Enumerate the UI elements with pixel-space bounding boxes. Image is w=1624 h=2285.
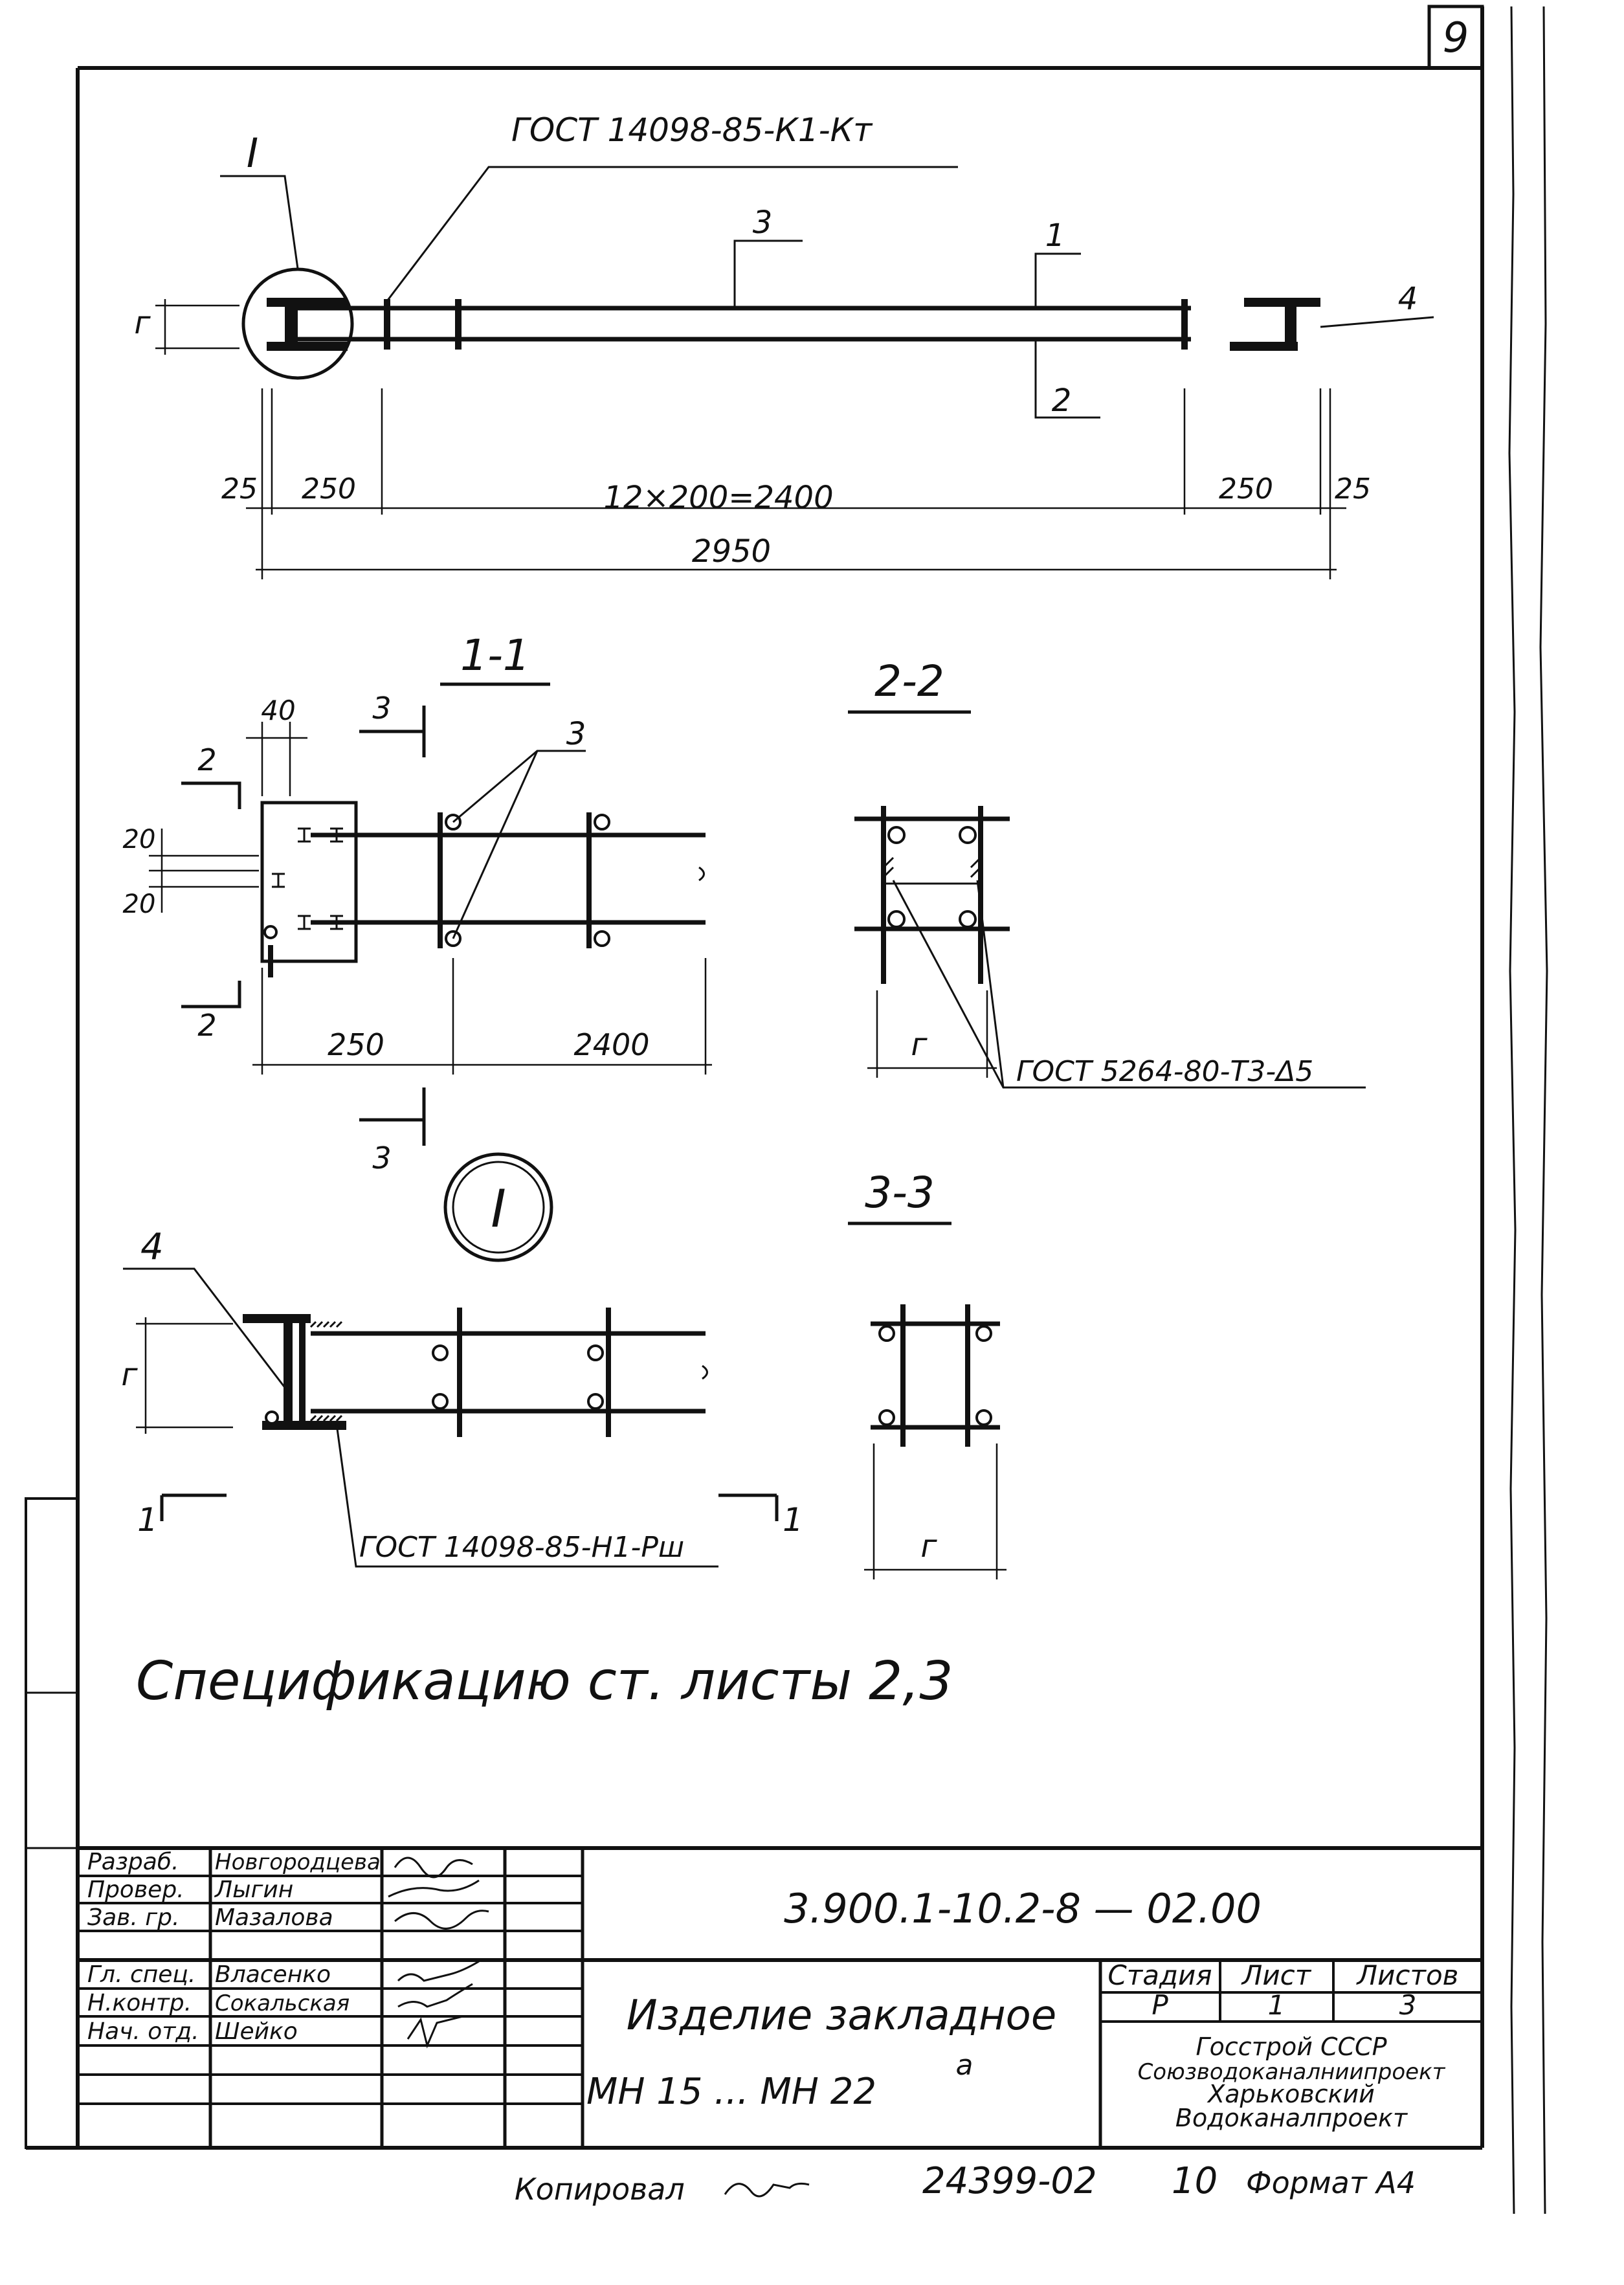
specification-note: Спецификацию ст. листы 2,3 [136, 1651, 953, 1712]
main-dimension-chain [246, 388, 1346, 579]
footer-format: Формат А4 [1246, 2165, 1416, 2200]
dim-25-right: 25 [1335, 473, 1371, 506]
org-line-4: Водоканалпроект [1175, 2104, 1408, 2132]
role-checker: Провер. [87, 1877, 184, 1903]
title-block-grid [78, 1846, 1482, 2148]
name-checker: Лыгин [214, 1877, 293, 1903]
section-1-1-cut-3-bottom: 3 [372, 1141, 391, 1176]
org-line-3: Харьковский [1207, 2080, 1375, 2108]
stage-header: Стадия [1107, 1959, 1212, 1991]
node-height-label: г [121, 1357, 138, 1393]
section-1-1 [149, 682, 712, 1146]
dim-250-right: 250 [1219, 473, 1273, 506]
footer-signature [724, 2182, 810, 2198]
section-1-1-cut-2-bottom: 2 [197, 1008, 216, 1043]
name-group-head: Мазалова [215, 1904, 333, 1931]
footer-inventory: 24399-02 [922, 2160, 1097, 2202]
cut-1-left: 1 [137, 1501, 158, 1539]
main-height-label: г [134, 305, 151, 341]
dim-250-section: 250 [328, 1027, 384, 1062]
dim-25-left: 25 [221, 473, 258, 506]
product-range: МН 15 ... МН 22 [586, 2071, 876, 2113]
section-3-3-height-label: г [920, 1528, 937, 1565]
cut-1-right: 1 [783, 1501, 803, 1539]
position-4-label: 4 [1398, 281, 1418, 317]
position-2-label: 2 [1052, 383, 1072, 419]
dim-2400-section: 2400 [573, 1027, 649, 1062]
sheet-value: 1 [1268, 1989, 1285, 2021]
weld-callout-top: ГОСТ 14098-85-К1-Кт [511, 111, 873, 149]
section-1-1-title: 1-1 [460, 630, 530, 680]
sheet-number: 9 [1443, 14, 1469, 62]
footer-page: 10 [1172, 2160, 1218, 2202]
section-2-2 [848, 710, 1366, 1089]
position-1-label: 1 [1045, 217, 1065, 254]
role-norm-control: Н.контр. [87, 1990, 192, 2016]
sheets-header: Листов [1356, 1959, 1459, 1991]
main-height-dim [155, 299, 239, 355]
position-3-label: 3 [753, 205, 773, 241]
dim-total-2950: 2950 [692, 533, 771, 570]
name-norm-control: Сокальская [215, 1990, 350, 2016]
section-2-2-weld: ГОСТ 5264-80-Т3-Δ5 [1016, 1055, 1313, 1088]
dim-20-b: 20 [123, 889, 156, 919]
section-1-1-cut-2-top: 2 [197, 742, 216, 777]
section-3-3 [848, 1221, 1007, 1579]
org-line-1: Госстрой СССР [1196, 2033, 1386, 2061]
dim-20-a: 20 [123, 825, 156, 854]
sheet-header: Лист [1241, 1959, 1312, 1991]
section-2-2-height-label: г [911, 1027, 928, 1063]
section-1-1-cut-3-top: 3 [372, 691, 391, 726]
name-developer: Новгородцева [215, 1849, 381, 1875]
name-dept-head: Шейко [215, 2018, 298, 2045]
document-code: 3.900.1-10.2-8 — 02.00 [784, 1885, 1262, 1932]
footer-copied: Копировал [515, 2172, 685, 2207]
dim-40: 40 [261, 695, 295, 726]
name-chief-spec: Власенко [215, 1961, 331, 1988]
role-chief-spec: Гл. спец. [87, 1961, 195, 1988]
node-pos-4: 4 [140, 1226, 164, 1268]
sheet-frame [25, 5, 1548, 2214]
section-3-3-title: 3-3 [865, 1168, 935, 1218]
section-2-2-title: 2-2 [874, 656, 944, 706]
role-developer: Разраб. [87, 1849, 179, 1875]
role-group-head: Зав. гр. [87, 1904, 179, 1931]
node-weld: ГОСТ 14098-85-Н1-Рш [359, 1531, 684, 1564]
role-dept-head: Нач. отд. [87, 2018, 199, 2045]
dim-2400-main: 12×200=2400 [603, 480, 833, 516]
node-label-main: I [247, 129, 258, 177]
revision-mark: а [956, 2049, 973, 2082]
node-label-detail: I [491, 1179, 506, 1239]
org-line-2: Союзводоканалниипроект [1138, 2059, 1446, 2085]
section-1-1-pos-3: 3 [566, 716, 586, 752]
sheets-value: 3 [1399, 1989, 1417, 2021]
main-view [220, 166, 1434, 419]
dim-250-left: 250 [302, 473, 356, 506]
node-detail [123, 1152, 779, 1568]
product-name: Изделие закладное [627, 1992, 1056, 2040]
stage-value: Р [1151, 1989, 1168, 2021]
